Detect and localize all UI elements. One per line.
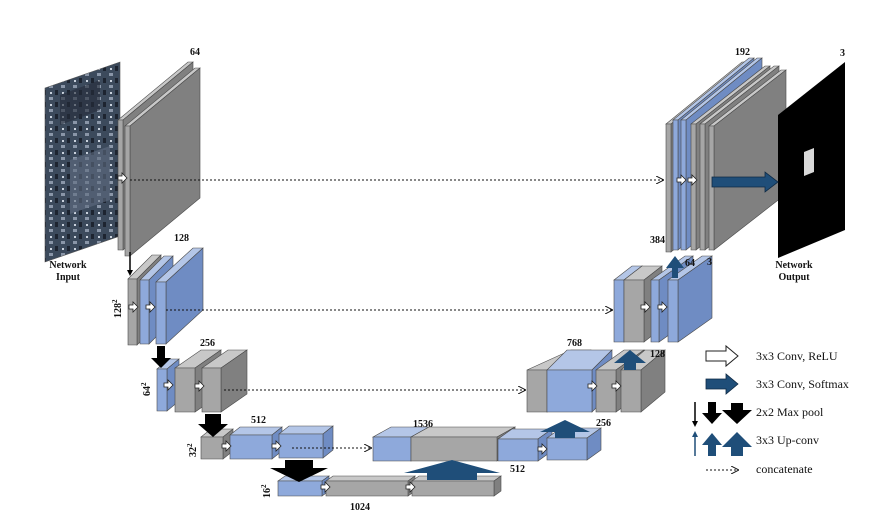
upconv-arrow-4 [666, 256, 684, 278]
legend: 3x3 Conv, ReLU 3x3 Conv, Softmax 2x2 Max… [692, 344, 849, 476]
channels-1536: 1536 [413, 419, 433, 430]
conv-arrow-7 [271, 440, 282, 452]
channels-3-a: 3 [707, 257, 712, 268]
conv-arrow-13 [640, 301, 651, 313]
svg-text:3x3 Up-conv: 3x3 Up-conv [756, 433, 819, 447]
upconv-arrow-1 [404, 460, 500, 480]
channels-768: 768 [567, 338, 582, 349]
resolution-32: 322 [186, 443, 199, 457]
conv-arrow-2 [128, 301, 139, 313]
channels-128-up: 128 [650, 349, 665, 360]
channels-64-up: 64 [685, 258, 695, 269]
legend-item-max-pool: 2x2 Max pool [692, 402, 824, 427]
bottleneck-block-b [325, 475, 416, 497]
maxpool-arrow-4 [270, 460, 328, 482]
channels-512-up: 512 [510, 464, 525, 475]
softmax-arrow [711, 171, 779, 193]
svg-text:3x3 Conv, ReLU: 3x3 Conv, ReLU [756, 349, 838, 363]
channels-192: 192 [735, 47, 750, 58]
legend-item-conv-relu: 3x3 Conv, ReLU [705, 344, 838, 368]
conv-arrow-11 [587, 380, 598, 392]
dec4-block-c [497, 428, 553, 462]
conv-arrow-6 [221, 440, 232, 452]
legend-item-concatenate: concatenate [706, 462, 813, 476]
network-output-image [778, 62, 845, 258]
dec1-slab-f [708, 69, 787, 251]
maxpool-arrow-3 [198, 414, 228, 437]
skip-connections [130, 180, 663, 448]
navy-arrow-icon [705, 373, 739, 395]
enc4-block-c [278, 425, 334, 459]
operation-arrows [117, 171, 779, 493]
channels-256-up: 256 [596, 418, 611, 429]
channels-1024: 1024 [350, 502, 370, 513]
conv-arrow-8 [320, 481, 331, 493]
conv-arrow-1 [117, 172, 128, 184]
upconv-arrow-2 [540, 420, 590, 438]
channels-64: 64 [190, 47, 200, 58]
resolution-128: 1282 [111, 299, 124, 318]
resolution-64: 642 [140, 382, 153, 396]
conv-arrow-10 [537, 443, 548, 455]
legend-item-conv-softmax: 3x3 Conv, Softmax [705, 373, 849, 395]
maxpool-arrow-1-head [127, 270, 133, 276]
dec2-block-d [667, 255, 713, 343]
channels-128: 128 [174, 233, 189, 244]
enc3-block-c [201, 349, 248, 413]
upconv-arrow-3 [614, 350, 646, 370]
up-arrow-icon [692, 431, 752, 456]
svg-text:2x2 Max pool: 2x2 Max pool [756, 405, 824, 419]
conv-arrow-3 [145, 301, 156, 313]
conv-arrow-5 [194, 380, 205, 392]
conv-arrow-4 [163, 379, 174, 391]
svg-text:3x3 Conv, Softmax: 3x3 Conv, Softmax [756, 377, 849, 391]
resolution-labels: 1282 642 322 162 [111, 299, 273, 498]
channels-384: 384 [650, 235, 665, 246]
conv-arrow-16 [687, 174, 698, 186]
conv-arrow-9 [405, 481, 416, 493]
conv-arrow-12 [611, 380, 622, 392]
dec3-block-d [620, 349, 666, 413]
white-arrow-icon [705, 344, 739, 368]
enc4-block-b [229, 426, 283, 460]
maxpool-arrow-2 [151, 346, 171, 368]
channels-256: 256 [200, 338, 215, 349]
resolution-16: 162 [260, 484, 273, 498]
conv-arrow-14 [657, 301, 668, 313]
svg-text:concatenate: concatenate [756, 462, 813, 476]
conv-arrow-15 [676, 174, 687, 186]
channels-512: 512 [251, 415, 266, 426]
enc1-slab-b [124, 67, 201, 257]
black-arrow-icon [692, 402, 752, 427]
network-input-image [44, 61, 121, 263]
channels-3-output: 3 [840, 48, 845, 59]
legend-item-up-conv: 3x3 Up-conv [692, 431, 819, 456]
